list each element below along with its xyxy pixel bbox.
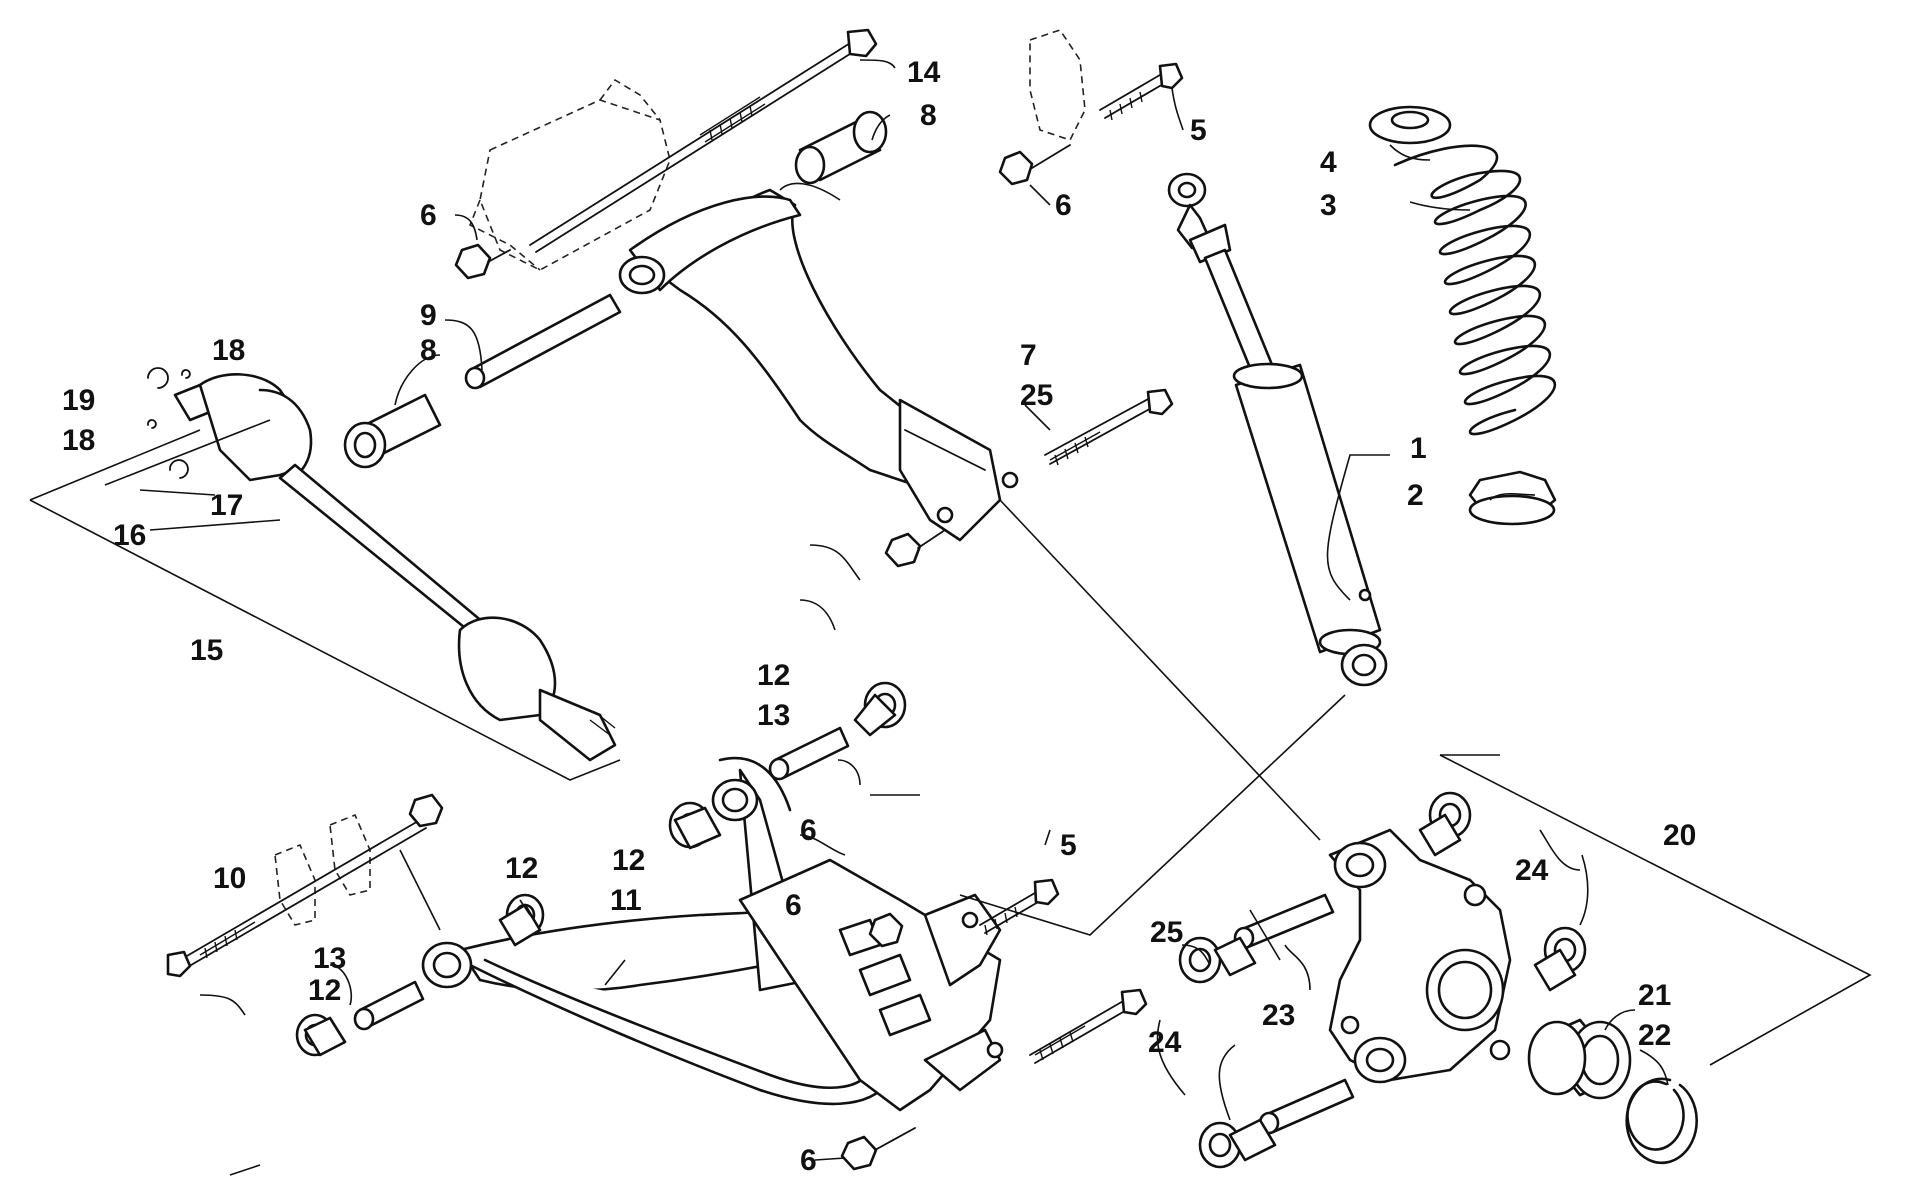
knuckle-bushing-lower-right bbox=[1533, 926, 1587, 992]
upper-arm-bolt bbox=[1044, 388, 1174, 466]
bearing-snap-ring bbox=[1625, 1077, 1698, 1165]
lower-front-bushing-bottom bbox=[295, 1013, 347, 1057]
callout-5-lower: 5 bbox=[1060, 829, 1077, 862]
knuckle-sleeve-upper bbox=[1233, 893, 1335, 950]
callout-11: 11 bbox=[610, 884, 642, 917]
callout-12-middle: 12 bbox=[612, 844, 645, 877]
lower-rear-bushing-bottom bbox=[668, 801, 722, 850]
callout-7: 7 bbox=[1020, 339, 1037, 372]
lower-front-sleeve bbox=[353, 980, 425, 1031]
callout-4: 4 bbox=[1320, 146, 1337, 179]
callout-2: 2 bbox=[1407, 479, 1424, 512]
knuckle-bushing-upper-left bbox=[1178, 936, 1257, 984]
wheel-bearing bbox=[1527, 1018, 1632, 1100]
callout-8-top: 8 bbox=[920, 99, 937, 132]
callout-21: 21 bbox=[1638, 979, 1671, 1012]
upper-nut-right bbox=[998, 144, 1071, 186]
spring-retainer-top bbox=[1368, 105, 1452, 145]
cv-drive-axle bbox=[173, 373, 617, 762]
callout-3: 3 bbox=[1320, 189, 1337, 222]
callout-17: 17 bbox=[210, 489, 243, 522]
callout-13-top: 13 bbox=[757, 699, 790, 732]
circlip-outer bbox=[147, 367, 169, 389]
callout-25-top: 25 bbox=[1020, 379, 1053, 412]
callout-14: 14 bbox=[907, 56, 941, 89]
spring-retainer-bottom bbox=[1468, 470, 1557, 526]
callout-12-bottom: 12 bbox=[308, 974, 341, 1007]
upper-bushing-left bbox=[343, 393, 442, 469]
callout-12-lower-arm: 12 bbox=[505, 852, 538, 885]
lower-arm-rear-nut bbox=[840, 1127, 916, 1171]
lower-arm-bolt bbox=[166, 819, 427, 978]
snap-ring-small bbox=[147, 369, 191, 429]
lower-front-bushing-top bbox=[498, 893, 545, 947]
upper-bushing-right bbox=[794, 110, 888, 185]
callout-6-bottom: 6 bbox=[800, 1144, 817, 1177]
callout-20: 20 bbox=[1663, 819, 1696, 852]
upper-nut-left bbox=[454, 243, 511, 280]
upper-frame-bracket bbox=[468, 78, 671, 271]
callout-5-top: 5 bbox=[1190, 114, 1207, 147]
lower-arm-front-nut bbox=[408, 793, 444, 828]
callout-25-bottom: 25 bbox=[1150, 916, 1183, 949]
callout-16: 16 bbox=[113, 519, 146, 552]
callout-22: 22 bbox=[1638, 1019, 1671, 1052]
upper-arm-long-bolt bbox=[529, 28, 878, 253]
callout-19: 19 bbox=[62, 384, 95, 417]
upper-arm-nut bbox=[884, 529, 946, 568]
callout-12-top: 12 bbox=[757, 659, 790, 692]
callout-1: 1 bbox=[1410, 432, 1427, 465]
callout-15: 15 bbox=[190, 634, 223, 667]
coil-spring bbox=[1393, 144, 1557, 436]
circlip-inner bbox=[169, 459, 189, 479]
callout-6-top-right: 6 bbox=[1055, 189, 1072, 222]
lower-frame-brackets bbox=[274, 813, 371, 926]
knuckle-bushing-upper-right bbox=[1418, 791, 1472, 857]
callout-24-left: 24 bbox=[1148, 1026, 1182, 1059]
callout-18-bottom: 18 bbox=[62, 424, 95, 457]
leader-lines bbox=[139, 59, 1669, 1176]
lower-rear-bushing-top bbox=[853, 681, 907, 737]
callout-23: 23 bbox=[1262, 999, 1295, 1032]
callout-6-top-left: 6 bbox=[420, 199, 437, 232]
callout-6-lower-arm: 6 bbox=[785, 889, 802, 922]
upper-sleeve bbox=[464, 293, 622, 390]
callout-labels: 1 2 3 4 5 5 6 6 6 6 6 7 8 8 9 10 11 12 1… bbox=[62, 56, 1696, 1177]
lower-a-arm bbox=[421, 756, 1004, 1112]
lower-arm-rear-bolt bbox=[1029, 988, 1148, 1064]
knuckle-bushing-lower-left bbox=[1198, 1118, 1277, 1169]
shock-top-bolt bbox=[1099, 62, 1184, 121]
lower-arm-shock-nut bbox=[868, 912, 904, 948]
lower-shock-bolt bbox=[979, 878, 1060, 936]
assembly-lines bbox=[29, 419, 1872, 1066]
callout-6-middle: 6 bbox=[800, 814, 817, 847]
callout-9: 9 bbox=[420, 299, 437, 332]
knuckle-sleeve-lower bbox=[1258, 1078, 1355, 1135]
rear-knuckle bbox=[1328, 828, 1512, 1084]
lower-rear-sleeve bbox=[768, 726, 850, 781]
callout-18-top: 18 bbox=[212, 334, 245, 367]
callout-10: 10 bbox=[213, 862, 246, 895]
callout-13-bottom: 13 bbox=[313, 942, 346, 975]
shock-absorber bbox=[1167, 172, 1388, 687]
callout-8-left: 8 bbox=[420, 334, 437, 367]
callout-24-right: 24 bbox=[1515, 854, 1549, 887]
shock-mount-bracket bbox=[1029, 29, 1086, 141]
upper-a-arm bbox=[618, 188, 1019, 542]
